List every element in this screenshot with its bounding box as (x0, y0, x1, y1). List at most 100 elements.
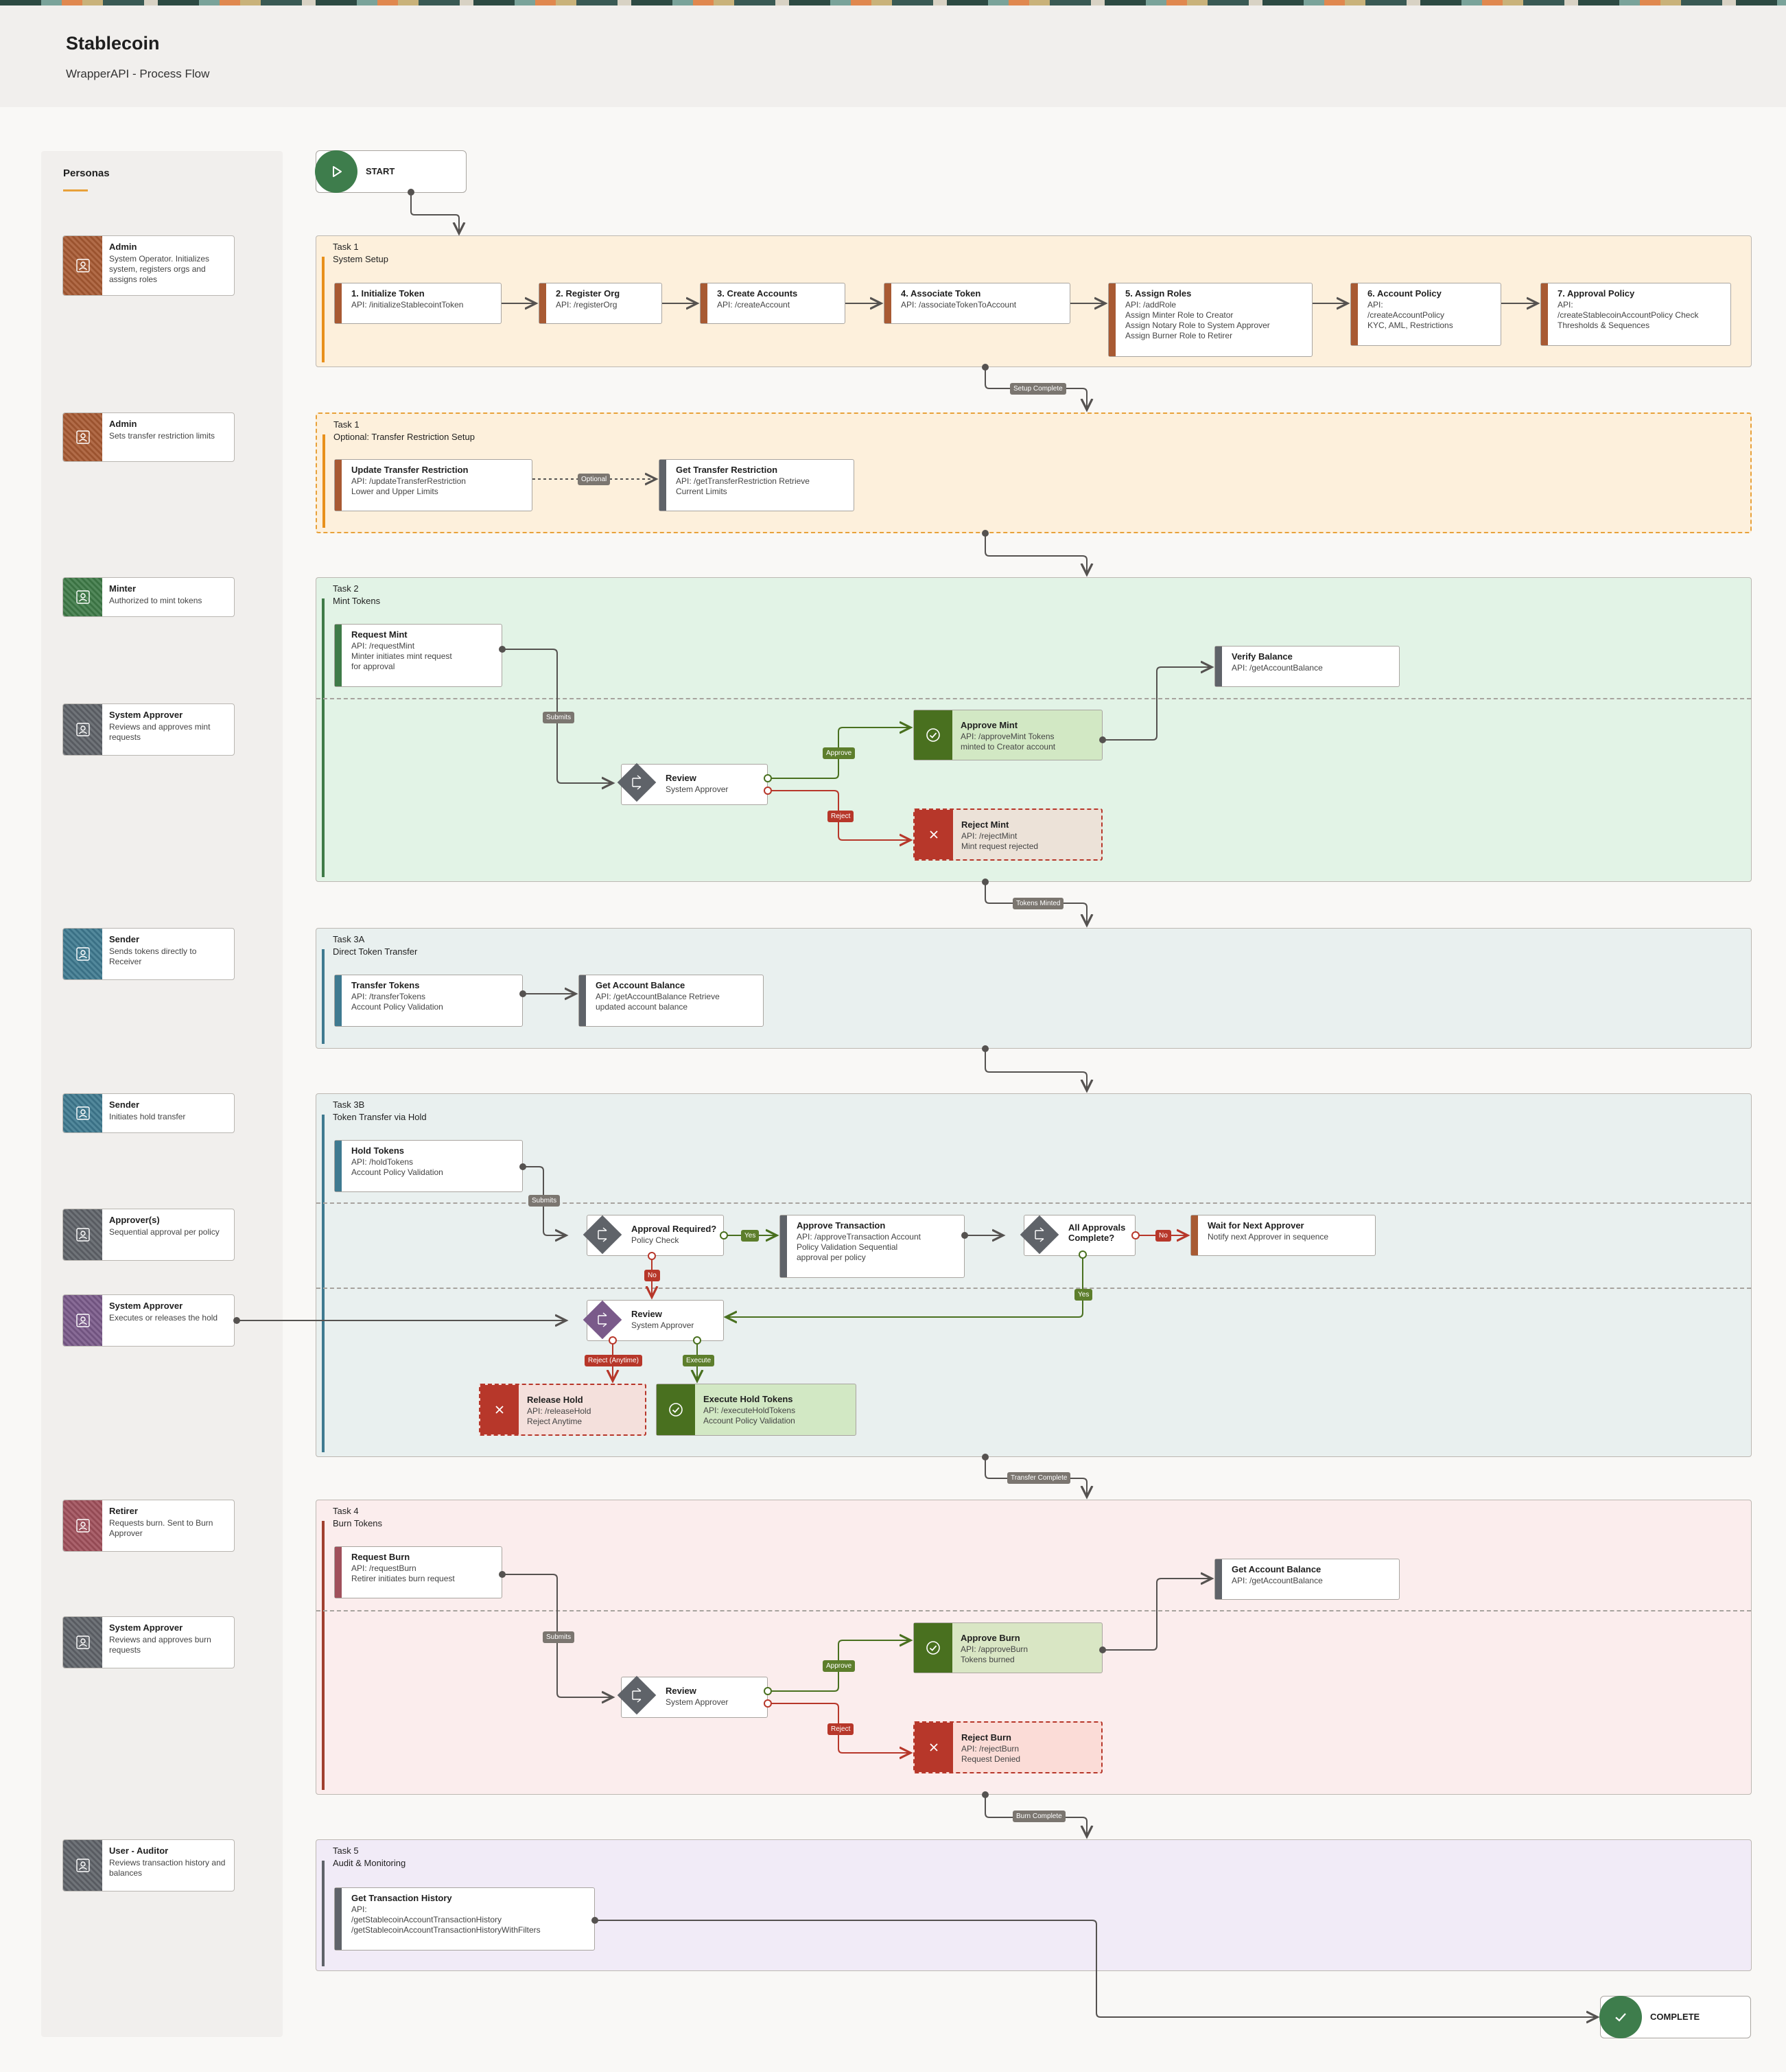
check-circle-icon (657, 1384, 695, 1435)
task1b-name: Optional: Transfer Restriction Setup (333, 432, 475, 442)
step-sub: API: /updateTransferRestriction Lower an… (351, 476, 466, 496)
step-title: Approve Transaction (797, 1220, 886, 1231)
step-title: 4. Associate Token (901, 288, 981, 299)
persona-heading-underline (63, 189, 88, 191)
user-icon (63, 1617, 102, 1668)
connector (985, 533, 1087, 574)
step-title: 2. Register Org (556, 288, 620, 299)
task3b-name: Token Transfer via Hold (333, 1112, 427, 1122)
task1-name: System Setup (333, 254, 388, 264)
optional-label: Optional (578, 474, 611, 485)
header-decoration (0, 0, 1786, 5)
persona-card[interactable]: Approver(s)Sequential approval per polic… (62, 1209, 235, 1261)
task2-name: Mint Tokens (333, 596, 381, 606)
reject-label: Reject (827, 1723, 854, 1735)
approve-label: Approve (823, 747, 856, 759)
step-sub: API: /executeHoldTokens Account Policy V… (703, 1406, 796, 1425)
step-sub: API: /holdTokens Account Policy Validati… (351, 1157, 443, 1177)
step-sub: API: /createAccount (717, 300, 790, 310)
step-sub: API: /requestMint Minter initiates mint … (351, 641, 452, 671)
step-title: Request Mint (351, 629, 408, 640)
task1b-container: Task 1 Optional: Transfer Restriction Se… (316, 412, 1752, 533)
user-icon (63, 704, 102, 755)
submits-label: Submits (543, 1631, 575, 1643)
step-title: Reject Burn (961, 1732, 1011, 1743)
step-title: 5. Assign Roles (1125, 288, 1192, 299)
step-sub: API: /rejectBurn Request Denied (961, 1744, 1021, 1764)
all-approvals-gateway[interactable]: All Approvals Complete? (1024, 1215, 1136, 1256)
user-icon (63, 1209, 102, 1260)
step-sub: API: /getAccountBalance Retrieve updated… (596, 992, 720, 1012)
task5-name: Audit & Monitoring (333, 1858, 406, 1868)
step-title: Release Hold (527, 1395, 583, 1405)
step-sub: API: /approveMint Tokens minted to Creat… (961, 732, 1056, 752)
step-title: Update Transfer Restriction (351, 465, 469, 475)
play-icon (315, 150, 357, 193)
step-title: 6. Account Policy (1367, 288, 1442, 299)
persona-desc: Authorized to mint tokens (109, 596, 202, 605)
task2-number: Task 2 (333, 583, 359, 594)
step-sub: API: /createStablecoinAccountPolicy Chec… (1558, 300, 1699, 330)
persona-desc: System Operator. Initializes system, reg… (109, 254, 210, 284)
persona-heading: Personas (63, 167, 110, 179)
approval-required-gateway[interactable]: Approval Required?Policy Check (587, 1215, 724, 1256)
step-sub: API: /getStablecoinAccountTransactionHis… (351, 1905, 541, 1935)
step-title: Review (666, 773, 696, 783)
start-node[interactable]: START (315, 150, 467, 193)
step-title: Verify Balance (1232, 651, 1293, 662)
persona-name: System Approver (109, 1301, 183, 1311)
step-sub: API: /initializeStablecointToken (351, 300, 464, 310)
persona-desc: Sets transfer restriction limits (109, 431, 215, 441)
step-sub: API: /getAccountBalance (1232, 663, 1323, 673)
user-icon (63, 1500, 102, 1551)
user-icon (63, 413, 102, 461)
complete-node[interactable]: COMPLETE (1599, 1996, 1751, 2038)
approve-label: Approve (823, 1660, 856, 1672)
persona-desc: Sends tokens directly to Receiver (109, 946, 197, 966)
task1-number: Task 1 (333, 242, 359, 252)
step-title: All Approvals Complete? (1068, 1222, 1126, 1243)
transfer-complete-label: Transfer Complete (1007, 1472, 1071, 1484)
no-label: No (1155, 1230, 1171, 1242)
step-title: Approve Mint (961, 720, 1018, 730)
step-sub: API: /associateTokenToAccount (901, 300, 1017, 310)
